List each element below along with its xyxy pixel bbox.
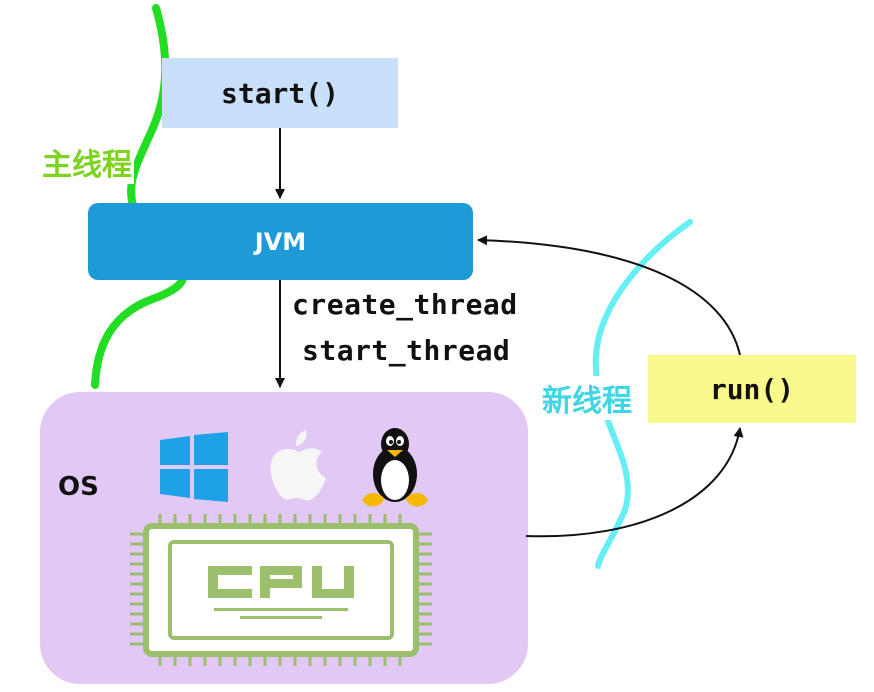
run-call-label: run() (709, 372, 795, 406)
os-label: OS (58, 472, 99, 502)
run-call-box: run() (648, 355, 856, 423)
arrow-os-to-run (525, 427, 744, 538)
start-call-label: start() (220, 76, 339, 110)
start-call-box: start() (162, 58, 398, 128)
new-thread-label: 新线程 (540, 376, 634, 420)
arrow-run-to-jvm (477, 235, 741, 356)
windows-logo-icon (160, 432, 228, 502)
create-thread-label: create_thread (292, 288, 518, 321)
apple-logo-icon (270, 430, 326, 501)
start-thread-label: start_thread (302, 334, 511, 367)
cpu-chip-icon (130, 514, 432, 666)
linux-tux-icon (362, 428, 428, 507)
main-thread-label: 主线程 (40, 140, 134, 184)
jvm-box: JVM (88, 203, 473, 280)
jvm-label: JVM (254, 227, 307, 256)
